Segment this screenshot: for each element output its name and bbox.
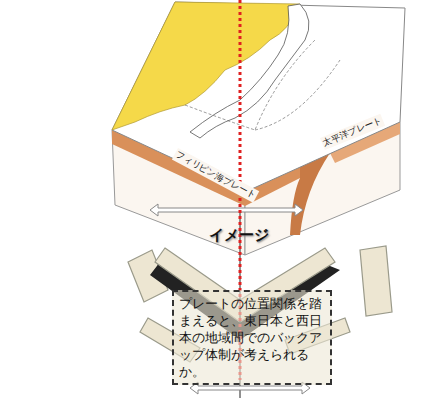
plate-block xyxy=(360,246,392,316)
plate-boundary xyxy=(255,60,340,130)
map-face xyxy=(112,2,405,192)
note-text: プレートの位置関係を踏まえると、東日本と西日本の地域間でのバックアップ体制が考え… xyxy=(179,295,325,380)
image-label: イメージ xyxy=(208,226,270,245)
double-arrow xyxy=(150,204,303,216)
note-box: プレートの位置関係を踏まえると、東日本と西日本の地域間でのバックアップ体制が考え… xyxy=(172,290,332,385)
japan-outline xyxy=(190,4,309,138)
plate-boundary xyxy=(185,40,315,130)
